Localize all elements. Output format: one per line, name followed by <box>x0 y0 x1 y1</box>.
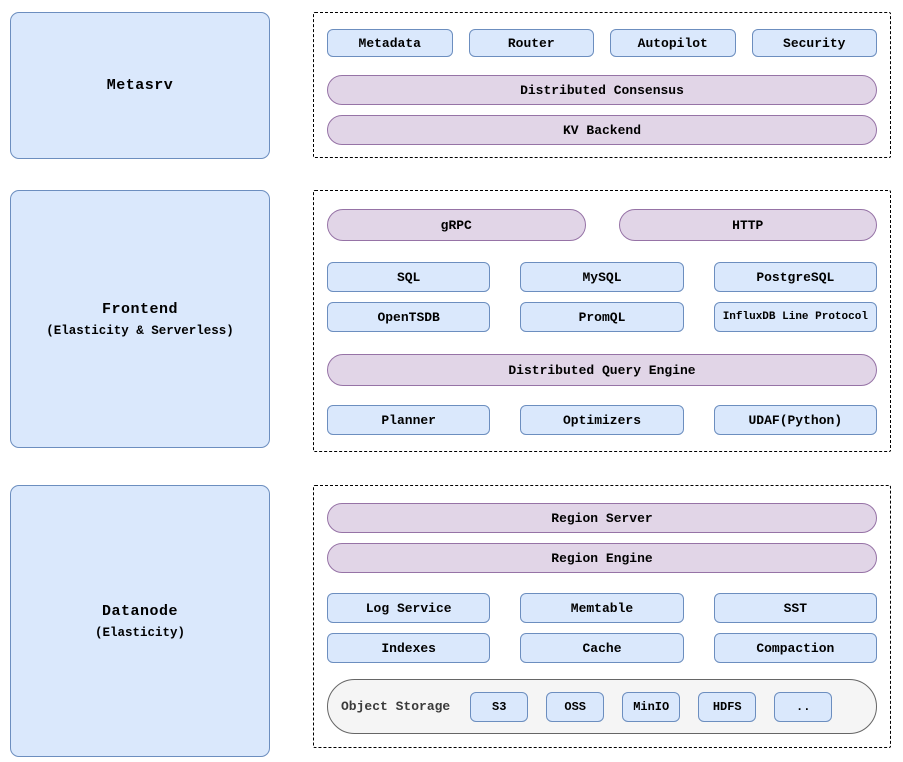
pill-grpc: gRPC <box>327 209 586 241</box>
pill-distributed-query-engine: Distributed Query Engine <box>327 354 877 386</box>
frontend-node: Frontend (Elasticity & Serverless) <box>10 190 270 448</box>
node-oss: OSS <box>546 691 605 722</box>
frontend-engine-parts-row: Planner Optimizers UDAF(Python) <box>327 405 877 435</box>
pill-distributed-consensus: Distributed Consensus <box>327 75 877 105</box>
metasrv-modules-row: Metadata Router Autopilot Security <box>327 29 877 57</box>
node-log-service: Log Service <box>327 593 491 623</box>
node-mysql: MySQL <box>520 262 684 292</box>
node-optimizers: Optimizers <box>520 405 684 435</box>
frontend-protocols-row-1: SQL MySQL PostgreSQL <box>327 262 877 292</box>
node-memtable: Memtable <box>520 593 684 623</box>
node-autopilot: Autopilot <box>610 29 736 57</box>
metasrv-internals-container: Metadata Router Autopilot Security Distr… <box>313 12 891 158</box>
object-storage-backends: S3 OSS MinIO HDFS .. <box>470 691 833 722</box>
node-planner: Planner <box>327 405 491 435</box>
pill-region-engine: Region Engine <box>327 543 877 573</box>
node-router: Router <box>468 29 594 57</box>
node-minio: MinIO <box>622 691 681 722</box>
node-indexes: Indexes <box>327 633 491 663</box>
node-influxdb-line-protocol: InfluxDB Line Protocol <box>713 302 877 332</box>
node-security: Security <box>751 29 877 57</box>
datanode-title: Datanode <box>101 602 178 620</box>
datanode-components-row-1: Log Service Memtable SST <box>327 593 877 623</box>
frontend-entry-row: gRPC HTTP <box>327 209 877 241</box>
frontend-internals-container: gRPC HTTP SQL MySQL PostgreSQL OpenTSDB … <box>313 190 891 452</box>
datanode-node: Datanode (Elasticity) <box>10 485 270 757</box>
metasrv-title: Metasrv <box>106 77 174 94</box>
pill-region-server: Region Server <box>327 503 877 533</box>
metasrv-node: Metasrv <box>10 12 270 159</box>
node-udaf-python: UDAF(Python) <box>713 405 877 435</box>
object-storage-label: Object Storage <box>341 699 451 714</box>
node-sql: SQL <box>327 262 491 292</box>
frontend-title: Frontend <box>101 300 178 318</box>
node-postgresql: PostgreSQL <box>713 262 877 292</box>
node-opentsdb: OpenTSDB <box>327 302 491 332</box>
node-metadata: Metadata <box>327 29 453 57</box>
frontend-protocols-row-2: OpenTSDB PromQL InfluxDB Line Protocol <box>327 302 877 332</box>
node-sst: SST <box>713 593 877 623</box>
pill-http: HTTP <box>618 209 877 241</box>
datanode-internals-container: Region Server Region Engine Log Service … <box>313 485 891 748</box>
node-cache: Cache <box>520 633 684 663</box>
datanode-subtitle: (Elasticity) <box>94 625 185 640</box>
pill-kv-backend: KV Backend <box>327 115 877 145</box>
node-other-storage: .. <box>774 691 833 722</box>
datanode-components-row-2: Indexes Cache Compaction <box>327 633 877 663</box>
frontend-subtitle: (Elasticity & Serverless) <box>46 323 234 338</box>
node-compaction: Compaction <box>713 633 877 663</box>
object-storage-group: Object Storage S3 OSS MinIO HDFS .. <box>327 679 877 734</box>
node-promql: PromQL <box>520 302 684 332</box>
node-hdfs: HDFS <box>698 691 757 722</box>
node-s3: S3 <box>470 691 529 722</box>
